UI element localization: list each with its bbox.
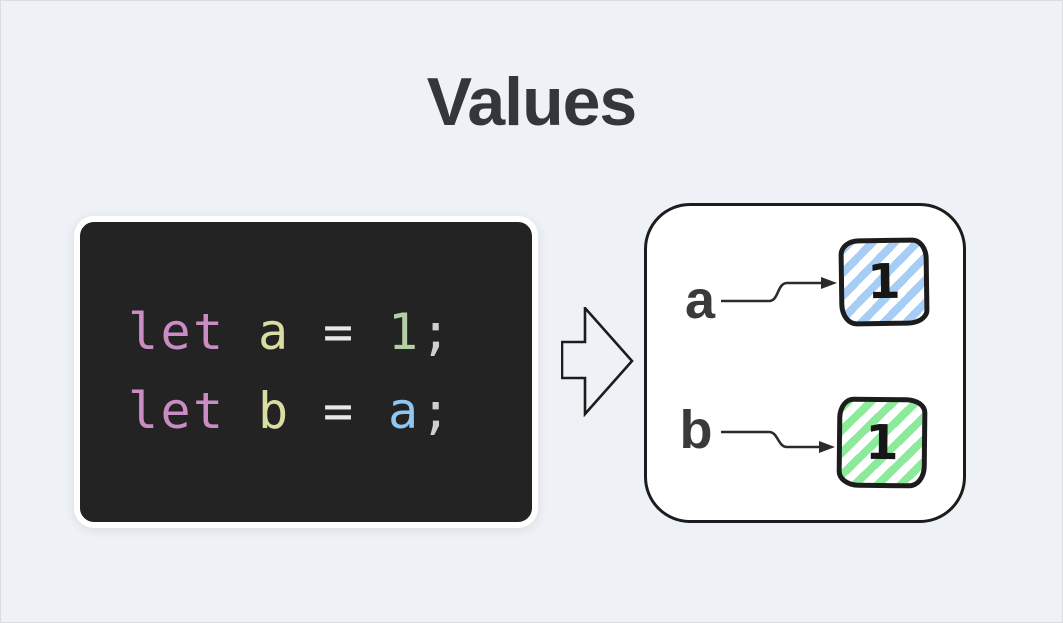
- pointer-arrow-a-icon: [721, 277, 837, 303]
- code-line: let b = a;: [128, 382, 454, 440]
- value-a: 1: [866, 253, 902, 311]
- code-line: let a = 1;: [128, 303, 454, 361]
- memory-panel: a 1 b 1: [644, 203, 966, 523]
- code-block: let a = 1; let b = a;: [74, 216, 538, 528]
- value-box-b: 1: [836, 396, 928, 489]
- var-label-a: a: [684, 270, 716, 330]
- var-label-b: b: [679, 400, 713, 460]
- value-box-a: 1: [838, 237, 930, 327]
- pointer-arrow-b-icon: [721, 430, 835, 453]
- code-lines: let a = 1; let b = a;: [128, 293, 532, 451]
- transform-arrow-icon: [561, 307, 634, 417]
- value-b: 1: [865, 414, 899, 471]
- diagram-title: Values: [426, 64, 638, 140]
